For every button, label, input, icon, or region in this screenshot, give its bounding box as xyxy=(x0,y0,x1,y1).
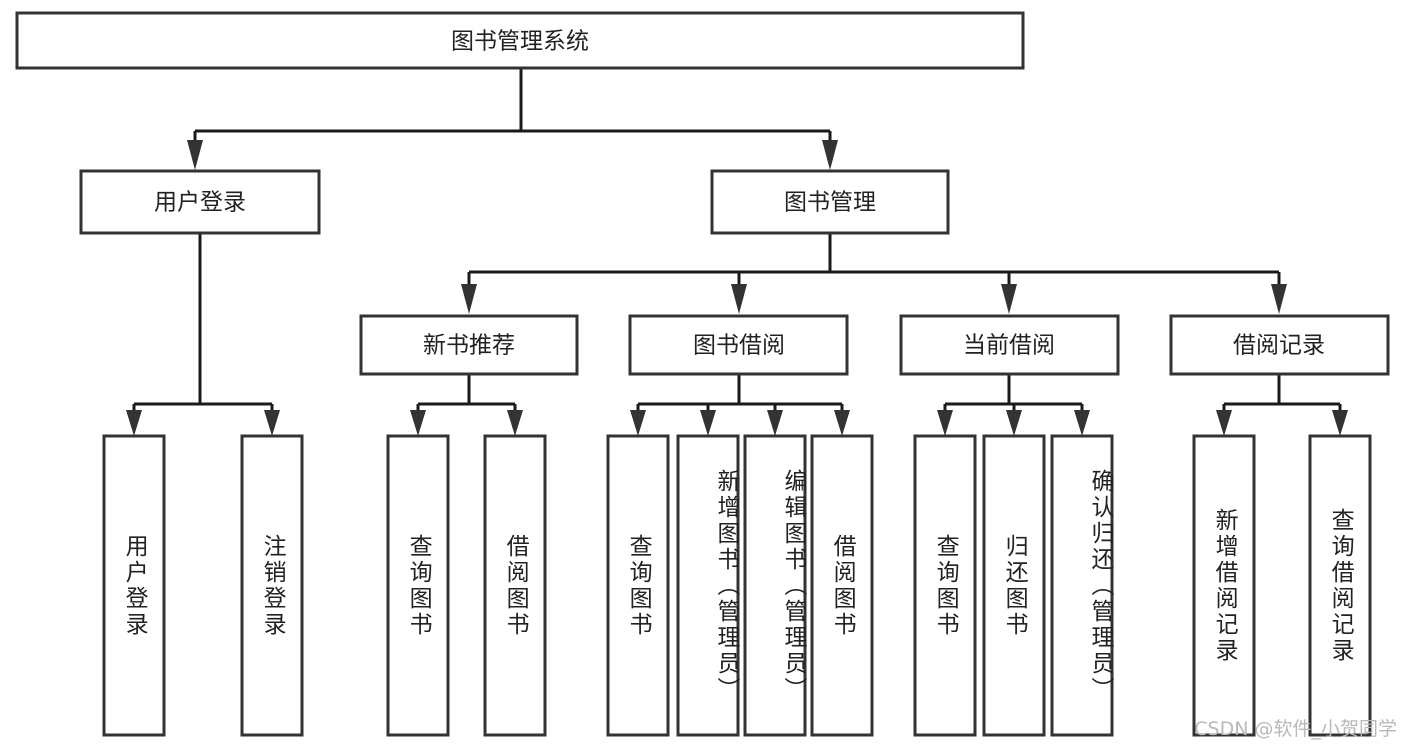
arrow-head-leaf-user-login xyxy=(126,410,142,436)
node-leaf-logout-box[interactable] xyxy=(240,434,304,737)
arrow-head-leaf-borrow-book xyxy=(834,410,850,436)
node-current-borrow-box[interactable] xyxy=(899,314,1120,376)
arrow-head-leaf-query-book-borrow xyxy=(630,410,646,436)
node-new-book-recommend-box[interactable] xyxy=(359,314,579,376)
node-new-book-recommend-label: 新书推荐 xyxy=(423,333,515,359)
arrow-head-current-borrow xyxy=(1001,284,1017,314)
arrow-head-leaf-query-book-new xyxy=(410,410,426,436)
node-leaf-query-book-new-box[interactable] xyxy=(386,434,450,737)
arrow-head-book-manage xyxy=(822,140,838,170)
node-leaf-add-borrow-record-box[interactable] xyxy=(1192,434,1256,737)
arrow-head-new-book-recommend xyxy=(461,284,477,314)
node-book-borrow-label: 图书借阅 xyxy=(693,333,785,359)
node-leaf-query-borrow-record-box[interactable] xyxy=(1308,434,1372,737)
connector-group-book-borrow xyxy=(630,374,850,436)
node-borrow-record[interactable]: 借阅记录 xyxy=(1169,314,1390,376)
connector-group-new-book-recommend xyxy=(410,374,523,436)
node-leaf-query-book-current-box[interactable] xyxy=(913,434,977,737)
arrow-head-leaf-query-borrow-record xyxy=(1332,410,1348,436)
arrow-head-leaf-confirm-return-admin xyxy=(1074,410,1090,436)
arrow-head-borrow-record xyxy=(1271,284,1287,314)
connector-group-user-login xyxy=(126,233,280,436)
connector-group-book-manage xyxy=(461,233,1287,314)
node-book-manage-box[interactable] xyxy=(710,169,950,235)
arrow-head-leaf-borrow-book-new xyxy=(507,410,523,436)
connector-group-current-borrow xyxy=(937,374,1090,436)
arrow-head-leaf-add-book-admin xyxy=(700,410,716,436)
arrow-head-book-borrow xyxy=(731,284,747,314)
node-user-login-box[interactable] xyxy=(79,169,321,235)
csdn-watermark: CSDN @软件_小贺同学 xyxy=(1194,718,1397,740)
node-current-borrow-label: 当前借阅 xyxy=(963,333,1055,359)
node-root-label: 图书管理系统 xyxy=(451,29,589,55)
connector-group-root xyxy=(187,68,838,170)
node-root[interactable]: 图书管理系统 xyxy=(15,11,1025,70)
node-book-manage[interactable]: 图书管理 xyxy=(710,169,950,235)
node-leaf-add-book-admin-box[interactable] xyxy=(676,434,740,737)
node-book-borrow[interactable]: 图书借阅 xyxy=(628,314,849,376)
node-leaf-confirm-return-admin-box[interactable] xyxy=(1050,434,1114,737)
node-leaf-return-book-box[interactable] xyxy=(982,434,1046,737)
node-borrow-record-label: 借阅记录 xyxy=(1233,333,1325,359)
node-new-book-recommend[interactable]: 新书推荐 xyxy=(359,314,579,376)
node-user-login[interactable]: 用户登录 xyxy=(79,169,321,235)
node-leaf-query-book-borrow-box[interactable] xyxy=(606,434,670,737)
node-leaf-edit-book-admin-box[interactable] xyxy=(743,434,807,737)
arrow-head-leaf-add-borrow-record xyxy=(1216,410,1232,436)
arrow-head-leaf-query-book-current xyxy=(937,410,953,436)
node-root-box[interactable] xyxy=(15,11,1025,70)
node-leaf-borrow-book-new-box[interactable] xyxy=(483,434,547,737)
node-borrow-record-box[interactable] xyxy=(1169,314,1390,376)
node-leaf-borrow-book-box[interactable] xyxy=(810,434,874,737)
node-leaf-user-login-box[interactable] xyxy=(102,434,166,737)
node-book-manage-label: 图书管理 xyxy=(784,190,876,216)
arrow-head-leaf-logout xyxy=(264,410,280,436)
node-book-borrow-box[interactable] xyxy=(628,314,849,376)
arrow-head-leaf-return-book xyxy=(1006,410,1022,436)
connector-group-borrow-record xyxy=(1216,374,1348,436)
node-current-borrow[interactable]: 当前借阅 xyxy=(899,314,1120,376)
node-user-login-label: 用户登录 xyxy=(154,190,246,216)
arrow-head-leaf-edit-book-admin xyxy=(767,410,783,436)
arrow-head-user-login xyxy=(187,140,203,170)
